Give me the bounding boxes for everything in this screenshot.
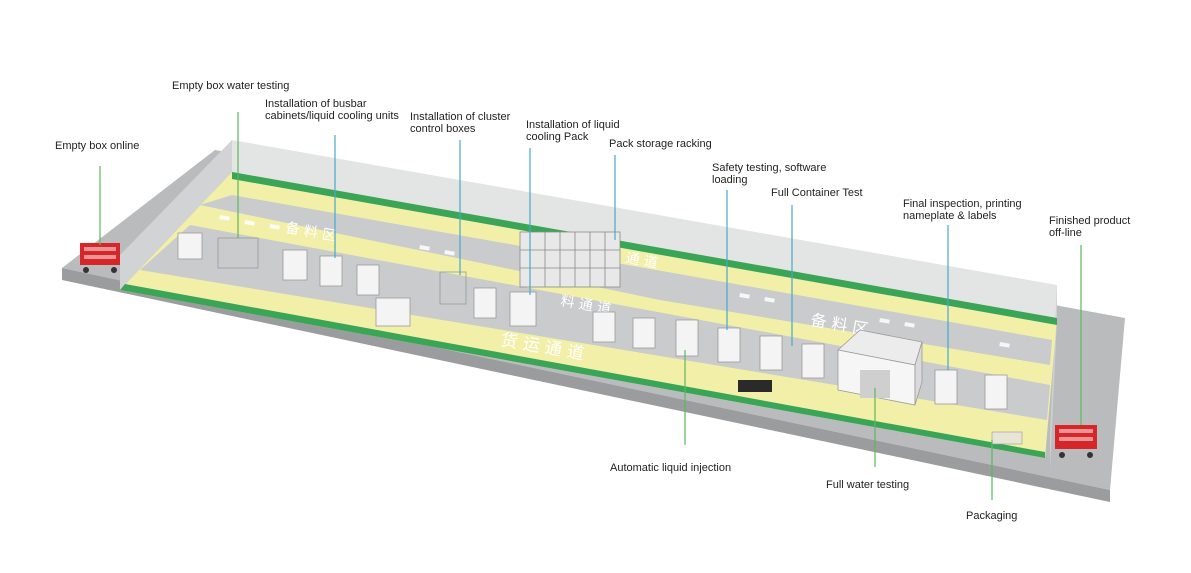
pack-storage-racking (519, 231, 621, 288)
label-text-line2: cabinets/liquid cooling units (265, 110, 399, 122)
label-pack-storage-racking: Pack storage racking (609, 138, 712, 150)
label-text-line1: Installation of busbar (265, 98, 367, 110)
label-text: Packaging (966, 510, 1018, 522)
label-text-line1: Final inspection, printing (903, 198, 1022, 210)
packaging-pallet (991, 431, 1023, 445)
label-text-line2: off-line (1049, 227, 1082, 239)
label-text-line1: Safety testing, software (712, 162, 827, 174)
floor-text-aisle: 通 道 (624, 250, 659, 271)
label-full-water-testing: Full water testing (826, 479, 909, 491)
label-text: Empty box online (55, 140, 140, 152)
label-finished-product-off-line: Finished product off-line (1049, 215, 1130, 239)
label-text-line2: loading (712, 174, 748, 186)
finished-product-rack-right (1055, 425, 1097, 458)
label-text-line2: control boxes (410, 123, 476, 135)
full-container-test-booth (837, 329, 923, 406)
label-text-line1: Finished product (1049, 215, 1131, 227)
label-full-container-test: Full Container Test (771, 187, 863, 199)
label-text: Empty box water testing (172, 80, 290, 92)
empty-box-rack-left (80, 243, 120, 273)
label-text: Automatic liquid injection (610, 462, 732, 474)
label-safety-testing: Safety testing, software loading (712, 162, 826, 186)
callout-lines (99, 112, 1082, 500)
stations (177, 232, 1008, 410)
label-packaging: Packaging (966, 510, 1017, 522)
label-text-line2: cooling Pack (526, 131, 589, 143)
label-text: Full Container Test (771, 187, 863, 199)
label-liquid-cooling-pack: Installation of liquid cooling Pack (526, 119, 620, 143)
label-busbar-installation: Installation of busbar cabinets/liquid c… (265, 98, 399, 122)
label-text: Pack storage racking (609, 138, 712, 150)
label-final-inspection: Final inspection, printing nameplate & l… (903, 198, 1022, 222)
label-text-line1: Installation of liquid (526, 119, 620, 131)
label-cluster-control-boxes: Installation of cluster control boxes (410, 111, 510, 135)
label-text-line1: Installation of cluster (410, 111, 511, 123)
left-wall (120, 140, 232, 290)
green-stripe-back (232, 172, 1057, 325)
label-text: Full water testing (826, 479, 910, 491)
back-wall (232, 140, 1057, 318)
green-stripe-front (120, 284, 1045, 458)
upper-aisle (200, 195, 1052, 365)
agv-cart (738, 380, 772, 392)
label-text-line2: nameplate & labels (903, 210, 997, 222)
label-auto-liquid-injection: Automatic liquid injection (610, 462, 731, 474)
label-empty-box-online: Empty box online (55, 140, 139, 152)
label-empty-box-water-testing: Empty box water testing (172, 80, 289, 92)
aisle-markings (219, 214, 1010, 348)
